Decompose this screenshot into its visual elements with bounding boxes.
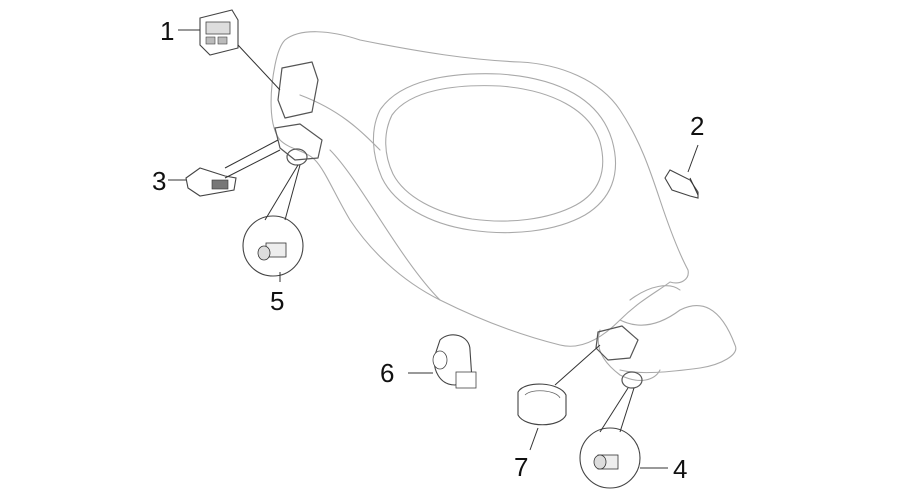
part-4-push-button <box>579 427 641 489</box>
part-6-horn <box>432 334 477 389</box>
part-7-cover-lens <box>517 383 567 426</box>
callout-7: 7 <box>514 452 528 482</box>
callout-4: 4 <box>673 454 687 484</box>
part-3-rocker-switch <box>185 167 237 197</box>
leader-lines <box>168 29 699 469</box>
callout-2: 2 <box>690 111 704 141</box>
callout-3: 3 <box>152 166 166 196</box>
callout-5: 5 <box>270 286 284 316</box>
handlebar-cover-housing <box>270 31 737 381</box>
callout-1: 1 <box>160 16 174 46</box>
part-2-bulb <box>664 169 699 199</box>
part-5-push-button <box>242 215 304 277</box>
callout-6: 6 <box>380 358 394 388</box>
part-1-switch-block <box>199 9 239 56</box>
